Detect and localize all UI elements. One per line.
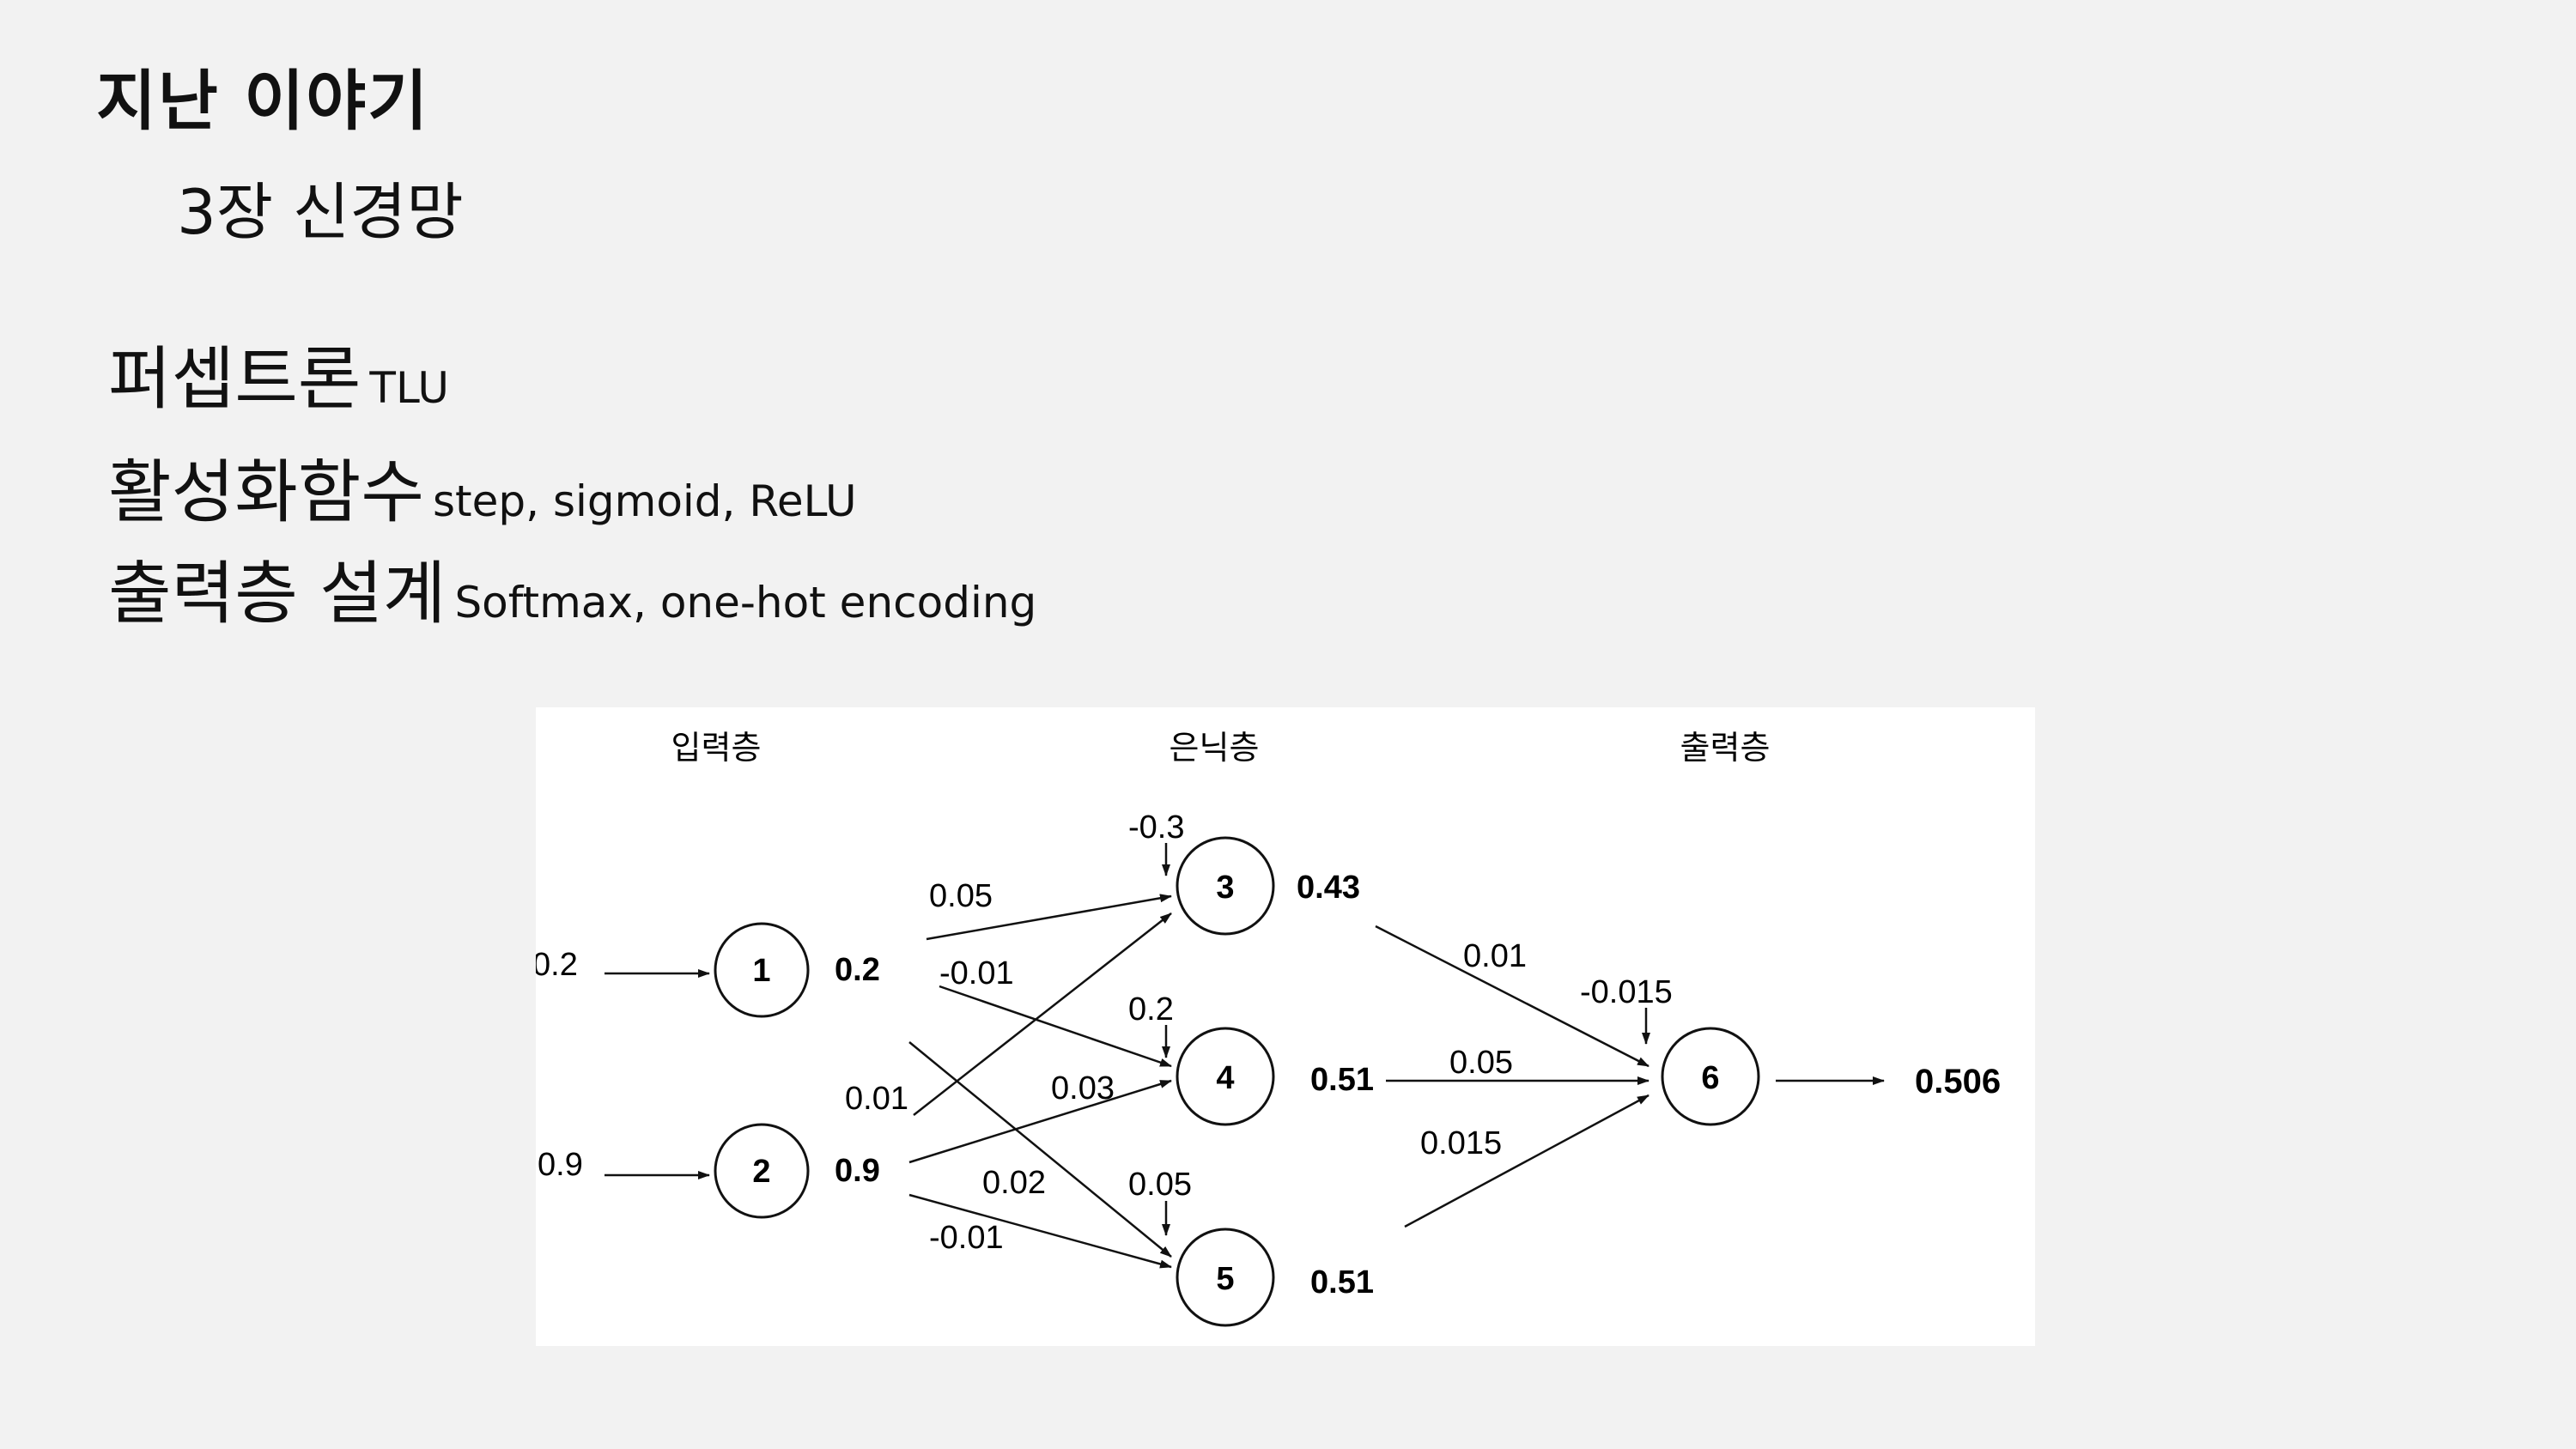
node-2-output: 0.9	[835, 1153, 880, 1189]
weight-4-6: 0.05	[1449, 1045, 1513, 1081]
edge-2-3	[913, 912, 1172, 1116]
weight-1-5: 0.02	[982, 1165, 1046, 1201]
bullet-sub-text: step, sigmoid, ReLU	[433, 476, 857, 526]
neural-network-diagram: 입력층 은닉층 출력층 0.2 0.9 1 2	[536, 707, 2035, 1346]
edge-2-4	[908, 1079, 1172, 1164]
hidden-layer-label: 은닉층	[1170, 731, 1260, 767]
node-1-output: 0.2	[835, 952, 880, 988]
bullet-main-text: 활성화함수	[108, 452, 424, 532]
node-id: 3	[1216, 870, 1234, 906]
bias-4-label: 0.2	[1128, 991, 1174, 1028]
input-layer-label: 입력층	[671, 731, 762, 767]
node-id: 1	[752, 953, 770, 989]
node-1: 1	[714, 922, 810, 1018]
weight-2-5: -0.01	[929, 1220, 1004, 1256]
weight-5-6: 0.015	[1420, 1125, 1502, 1161]
node-id: 4	[1216, 1060, 1234, 1096]
edge-2-5	[908, 1193, 1172, 1269]
slide-title: 지난 이야기	[96, 63, 430, 139]
edge-3-6	[1375, 925, 1649, 1068]
weight-1-3: 0.05	[929, 878, 993, 914]
node-id: 6	[1701, 1060, 1719, 1096]
bias-5-label: 0.05	[1128, 1167, 1192, 1203]
bullet-main-text: 퍼셉트론	[108, 339, 361, 419]
weight-3-6: 0.01	[1463, 938, 1527, 974]
bullet-sub-text: TLU	[369, 363, 449, 413]
edge-1-4	[939, 985, 1172, 1068]
node-3: 3	[1176, 836, 1275, 936]
input-value-1: 0.2	[536, 947, 578, 983]
node-6-output: 0.506	[1915, 1063, 2001, 1100]
network-svg: 입력층 은닉층 출력층 0.2 0.9 1 2	[536, 731, 2001, 1327]
node-3-output: 0.43	[1297, 870, 1360, 906]
bullet-main-text: 출력층 설계	[108, 554, 447, 634]
bias-6-label: -0.015	[1580, 974, 1673, 1010]
node-id: 5	[1216, 1261, 1234, 1297]
node-2: 2	[714, 1123, 810, 1219]
edge-1-3	[926, 894, 1172, 941]
weight-1-4: -0.01	[939, 955, 1014, 991]
slide-subtitle: 3장 신경망	[177, 176, 464, 248]
output-layer-label: 출력층	[1680, 731, 1771, 767]
bullet-sub-text: Softmax, one-hot encoding	[454, 578, 1037, 627]
node-5: 5	[1176, 1228, 1275, 1327]
edge-1-5	[908, 1041, 1172, 1258]
weight-2-3: 0.01	[845, 1081, 908, 1117]
bias-3-label: -0.3	[1128, 809, 1184, 846]
node-id: 2	[752, 1154, 770, 1190]
edge-5-6	[1404, 1094, 1649, 1228]
node-6: 6	[1661, 1027, 1760, 1126]
node-4: 4	[1176, 1027, 1275, 1126]
input-value-2: 0.9	[538, 1147, 583, 1183]
node-4-output: 0.51	[1310, 1062, 1374, 1098]
node-5-output: 0.51	[1310, 1264, 1374, 1300]
weight-2-4: 0.03	[1051, 1070, 1115, 1106]
